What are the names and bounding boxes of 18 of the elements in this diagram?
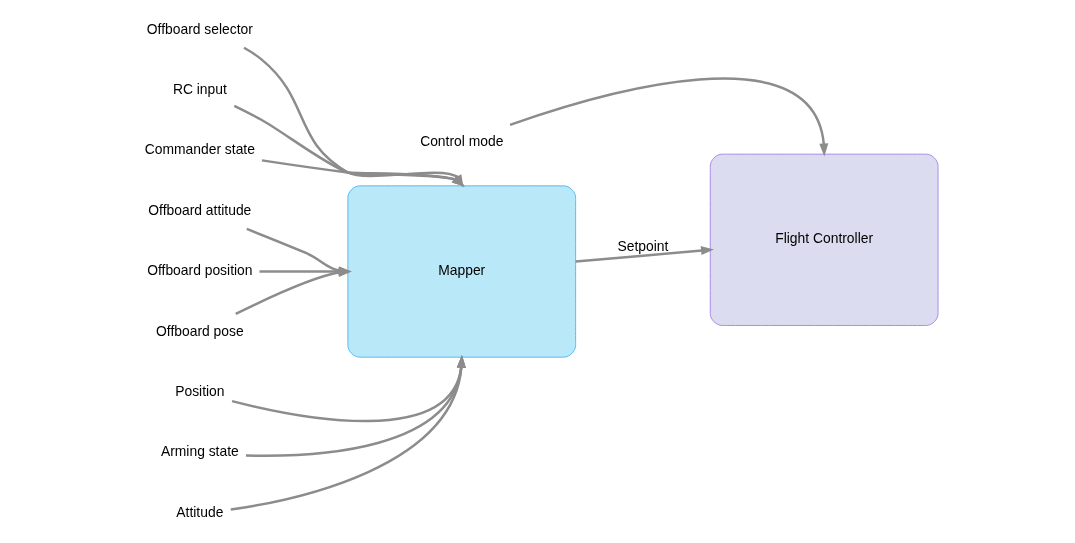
node-text: Offboard selector: [146, 20, 253, 37]
node-text: Position: [174, 382, 224, 399]
node-text: Offboard position: [146, 262, 252, 279]
arrow: [245, 354, 466, 457]
node-box: Mapper: [346, 185, 576, 358]
arrow: [509, 77, 828, 157]
arrow: [575, 246, 714, 263]
arrow: [231, 354, 466, 423]
node-text: Control mode: [419, 133, 503, 150]
node-text: Attitude: [175, 503, 223, 520]
node-text: Commander state: [144, 141, 255, 158]
node-box: Flight Controller: [709, 153, 939, 326]
node-text: Arming state: [160, 443, 239, 460]
arrow: [230, 354, 466, 511]
edge-label: Setpoint: [617, 237, 668, 254]
node-text: Offboard pose: [155, 322, 244, 339]
node-text: Offboard attitude: [147, 201, 251, 218]
node-text: RC input: [172, 80, 227, 97]
